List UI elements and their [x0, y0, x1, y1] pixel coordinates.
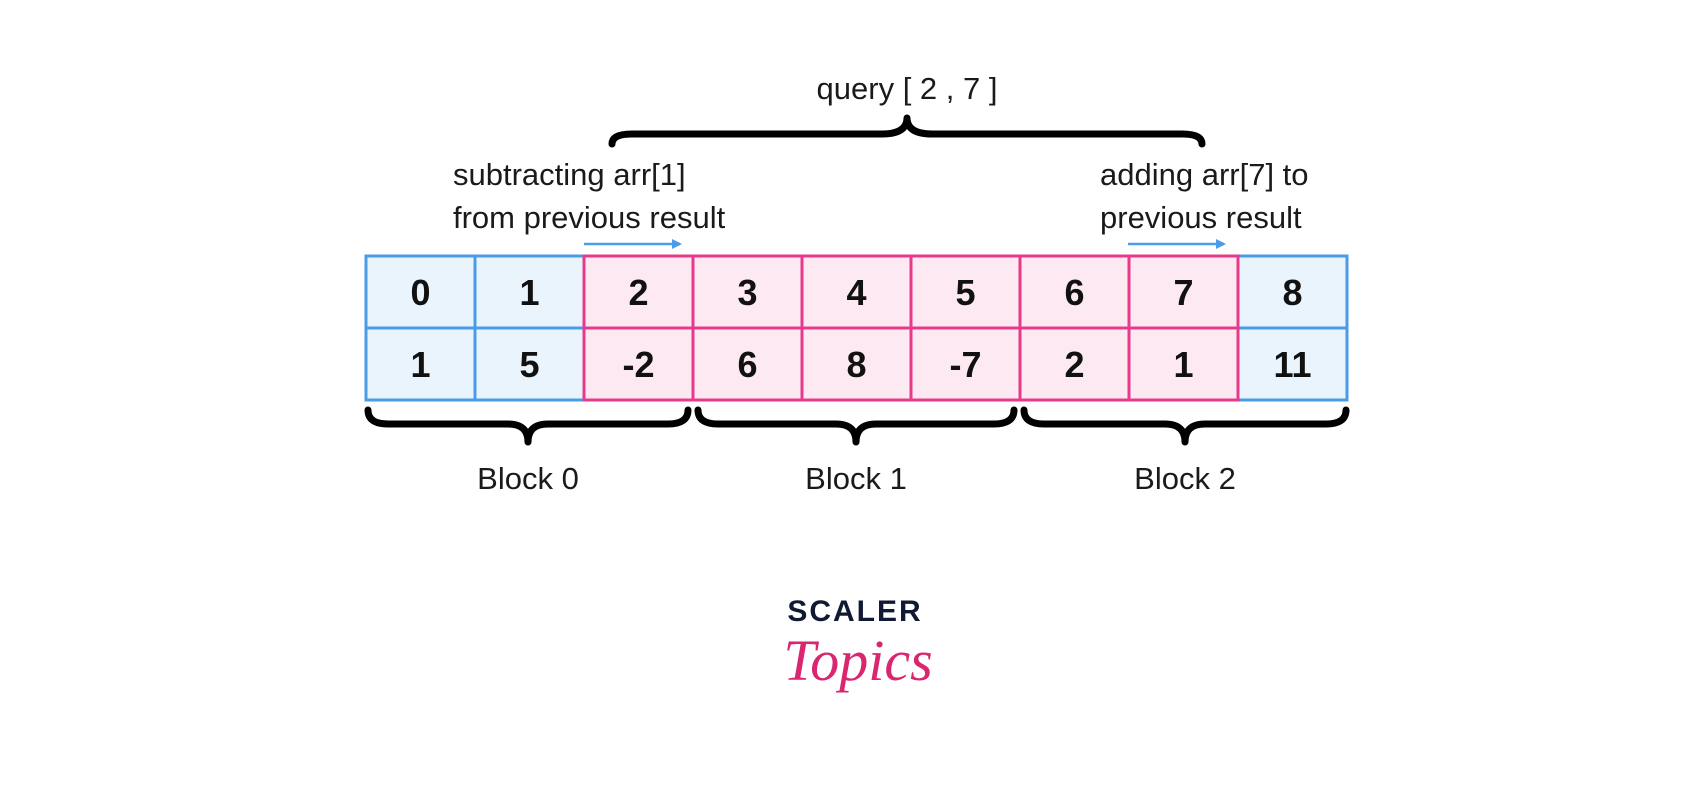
block-2-brace	[1020, 406, 1350, 446]
value-text-4: 8	[846, 344, 866, 385]
value-cell-7	[1129, 328, 1238, 400]
index-text-4: 4	[846, 272, 866, 313]
index-text-5: 5	[955, 272, 975, 313]
value-cell-6	[1020, 328, 1129, 400]
scaler-topics-logo: SCALER Topics	[783, 595, 932, 693]
index-cell-4	[802, 256, 911, 328]
right-note-line-2: previous result	[1100, 200, 1302, 235]
index-text-3: 3	[737, 272, 757, 313]
block-0-brace	[364, 406, 692, 446]
query-label: query [ 2 , 7 ]	[817, 71, 998, 106]
value-text-8: 11	[1273, 344, 1311, 385]
right-note-line-1: adding arr[7] to	[1100, 157, 1309, 192]
index-cell-5	[911, 256, 1020, 328]
index-text-7: 7	[1173, 272, 1193, 313]
index-cell-3	[693, 256, 802, 328]
index-text-8: 8	[1282, 272, 1302, 313]
block-2-label: Block 2	[1134, 461, 1236, 496]
block-1-label: Block 1	[805, 461, 907, 496]
query-brace	[608, 114, 1206, 148]
index-cell-2	[584, 256, 693, 328]
index-cell-1	[475, 256, 584, 328]
block-1-brace	[694, 406, 1018, 446]
value-cell-5	[911, 328, 1020, 400]
value-text-7: 1	[1173, 344, 1193, 385]
value-text-2: -2	[622, 344, 654, 385]
value-cell-0	[366, 328, 475, 400]
logo-bottom-text: Topics	[783, 628, 932, 693]
block-0-label: Block 0	[477, 461, 579, 496]
logo-top-text: SCALER	[787, 595, 922, 628]
value-cell-border-7	[1127, 326, 1240, 402]
index-cell-8	[1238, 256, 1347, 328]
index-text-1: 1	[519, 272, 539, 313]
value-text-0: 1	[410, 344, 430, 385]
index-text-6: 6	[1064, 272, 1084, 313]
value-cell-1	[475, 328, 584, 400]
value-cell-3	[693, 328, 802, 400]
index-text-2: 2	[628, 272, 648, 313]
left-note-line-1: subtracting arr[1]	[453, 157, 686, 192]
index-cell-6	[1020, 256, 1129, 328]
value-text-3: 6	[737, 344, 757, 385]
index-text-0: 0	[410, 272, 430, 313]
value-cell-2	[584, 328, 693, 400]
index-cell-7	[1129, 256, 1238, 328]
value-text-6: 2	[1064, 344, 1084, 385]
value-text-1: 5	[519, 344, 539, 385]
value-text-5: -7	[949, 344, 981, 385]
value-cell-4	[802, 328, 911, 400]
left-note-line-2: from previous result	[453, 200, 726, 235]
value-cell-8	[1238, 328, 1347, 400]
index-cell-0	[366, 256, 475, 328]
